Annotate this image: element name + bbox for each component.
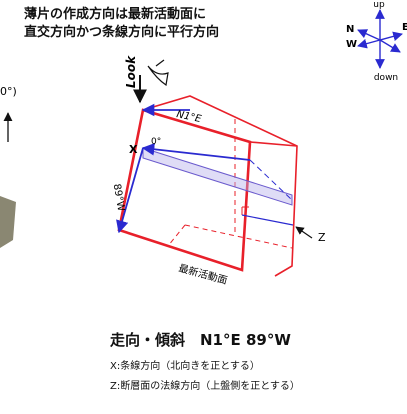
strike-label: N1°E <box>175 109 203 125</box>
dip-arrow <box>116 147 144 234</box>
left-panel-fragment: 0°) <box>0 85 17 248</box>
compass-up-label: up <box>373 0 385 10</box>
compass-rose: up N W E down <box>346 0 407 83</box>
block-diagram: N1°E 0° X 89°W Z 最新活動面 <box>111 95 326 287</box>
rake-label: 0° <box>151 137 161 147</box>
compass-west-arrow <box>357 38 381 49</box>
rock-sample-fragment <box>0 196 16 248</box>
block-outline <box>142 95 298 277</box>
compass-e-label: E <box>402 22 407 33</box>
diagram-title-line-2: 直交方向かつ条線方向に平行方向 <box>24 25 220 40</box>
diagram-title-line-1: 薄片の作成方向は最新活動面に <box>24 7 207 22</box>
fault-plane-label: 最新活動面 <box>177 261 229 286</box>
z-axis-label: Z <box>318 231 326 244</box>
dip-label: 89°W <box>111 183 127 212</box>
fault-plane <box>117 108 252 272</box>
eye-icon <box>147 65 169 87</box>
compass-w-label: W <box>346 39 357 50</box>
eye-lash <box>155 59 165 67</box>
left-panel-angle-label: 0°) <box>0 85 17 98</box>
strike-dip-caption: 走向・傾斜 N1°E 89°W <box>110 331 291 349</box>
z-axis-arrow <box>295 226 313 239</box>
normal-line <box>241 214 294 226</box>
compass-east-arrow <box>379 31 403 42</box>
x-axis-definition: X:条線方向（北向きを正とする） <box>110 361 260 372</box>
compass-north-arrow <box>357 29 381 41</box>
compass-n-label: N <box>346 24 354 35</box>
view-direction: Look <box>124 55 169 104</box>
x-axis-arrow <box>141 143 251 161</box>
compass-south-arrow <box>379 39 401 53</box>
look-label: Look <box>124 55 138 88</box>
compass-down-label: down <box>374 73 398 83</box>
x-axis-label: X <box>129 143 138 156</box>
z-axis-definition: Z:断層面の法線方向（上盤側を正とする） <box>110 381 300 392</box>
